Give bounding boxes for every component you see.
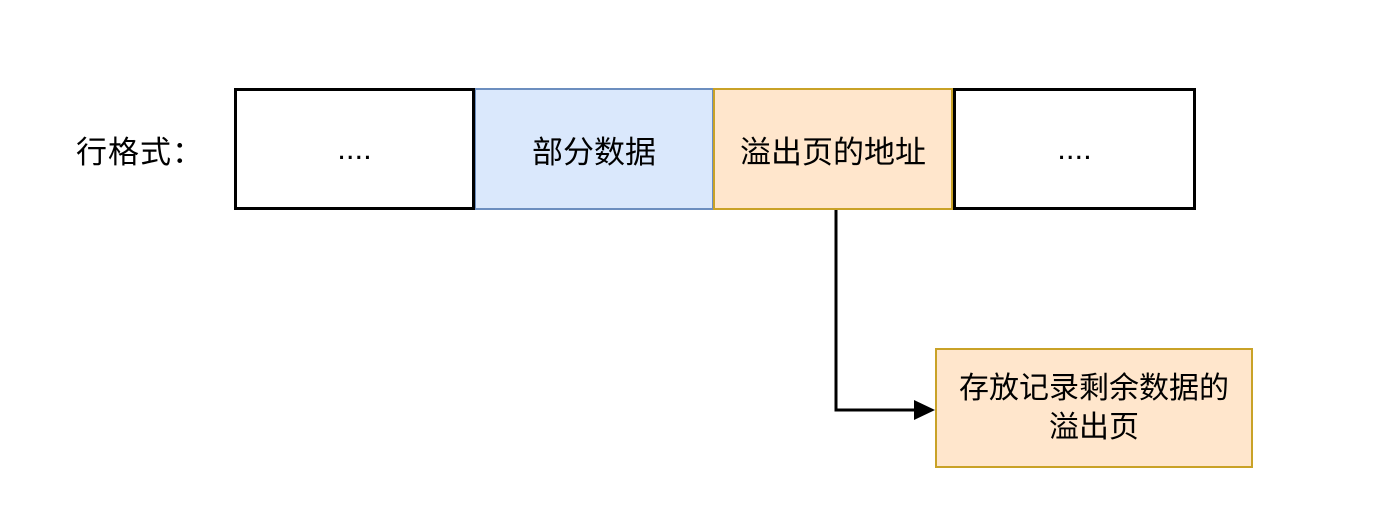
overflow-page-box-line2: 溢出页	[1049, 411, 1139, 444]
row-cell-partial-data: 部分数据	[474, 88, 714, 210]
row-cell-overflow-address-text: 溢出页的地址	[740, 134, 926, 170]
overflow-page-box: 存放记录剩余数据的 溢出页	[935, 348, 1253, 468]
row-cell-overflow-address: 溢出页的地址	[713, 88, 953, 210]
arrow-line	[834, 210, 916, 412]
row-cell-dots-left: ....	[234, 88, 475, 210]
row-cell-dots-left-text: ....	[337, 131, 372, 166]
row-cell-partial-data-text: 部分数据	[532, 134, 656, 170]
arrow-head-icon	[914, 400, 935, 420]
overflow-page-box-line1: 存放记录剩余数据的	[959, 372, 1229, 405]
row-cell-dots-right: ....	[953, 88, 1196, 210]
row-cell-dots-right-text: ....	[1057, 131, 1092, 166]
row-format-label: 行格式：	[76, 134, 204, 170]
